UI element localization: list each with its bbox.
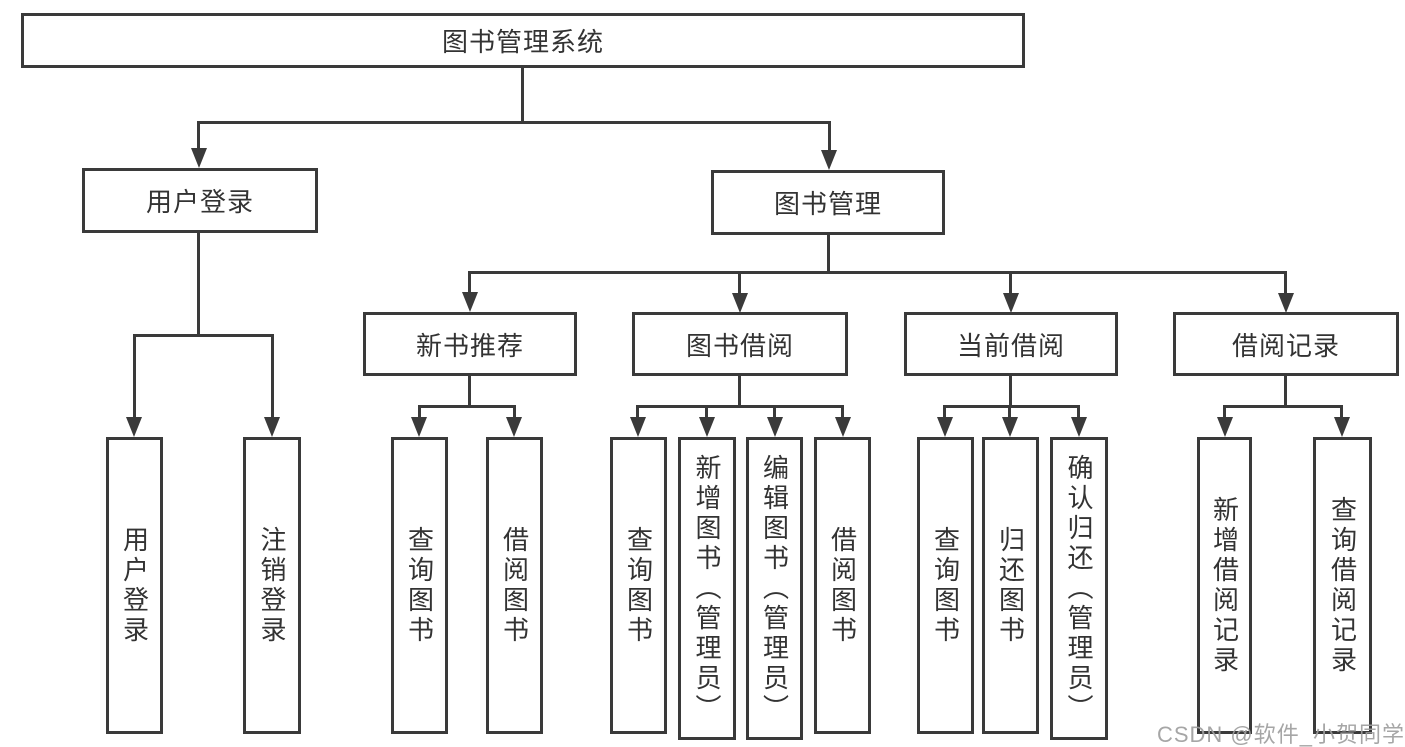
- connector-line: [705, 405, 708, 418]
- connector-line: [1284, 271, 1287, 294]
- arrow-down-icon: [821, 150, 837, 170]
- node-current-borrowing: 当前借阅: [904, 312, 1118, 376]
- node-leaf-borrow-books-label: 借阅图书: [827, 525, 858, 646]
- connector-line: [1223, 405, 1343, 408]
- csdn-watermark: CSDN @软件_小贺同学: [1156, 722, 1405, 747]
- node-book-borrowing-label: 图书借阅: [685, 330, 794, 361]
- arrow-down-icon: [506, 417, 522, 437]
- node-new-book-recommendation: 新书推荐: [363, 312, 577, 376]
- node-leaf-edit-books-admin: 编辑图书（管理员）: [746, 437, 803, 740]
- connector-line: [1009, 376, 1012, 407]
- arrow-down-icon: [937, 417, 953, 437]
- node-user-login-label: 用户登录: [145, 187, 254, 217]
- node-borrowing-records: 借阅记录: [1173, 312, 1399, 376]
- connector-line: [1340, 405, 1343, 418]
- connector-line: [271, 334, 274, 417]
- arrow-down-icon: [699, 417, 715, 437]
- node-leaf-edit-books-admin-label: 编辑图书（管理员）: [759, 453, 790, 724]
- node-leaf-query-books-recommend-label: 查询图书: [404, 525, 435, 646]
- node-user-login: 用户登录: [82, 168, 318, 233]
- node-leaf-borrow-books-recommend: 借阅图书: [486, 437, 543, 734]
- node-leaf-logout-label: 注销登录: [257, 525, 287, 646]
- node-leaf-borrow-books: 借阅图书: [814, 437, 871, 734]
- node-new-book-recommendation-label: 新书推荐: [415, 330, 524, 361]
- arrow-down-icon: [411, 417, 427, 437]
- arrow-down-icon: [1334, 417, 1350, 437]
- node-leaf-logout: 注销登录: [243, 437, 301, 734]
- node-leaf-return-books-label: 归还图书: [995, 525, 1026, 646]
- arrow-down-icon: [1003, 293, 1019, 313]
- connector-line: [418, 405, 516, 408]
- node-leaf-user-login: 用户登录: [106, 437, 163, 734]
- connector-line: [197, 121, 200, 150]
- connector-line: [943, 405, 946, 418]
- connector-line: [1009, 271, 1012, 294]
- node-leaf-query-books-recommend: 查询图书: [391, 437, 448, 734]
- node-current-borrowing-label: 当前借阅: [956, 330, 1065, 361]
- connector-line: [773, 405, 776, 418]
- node-book-management-label: 图书管理: [773, 189, 882, 219]
- node-leaf-add-borrow-record: 新增借阅记录: [1197, 437, 1252, 734]
- node-leaf-query-borrow-record-label: 查询借阅记录: [1327, 495, 1358, 676]
- connector-line: [1077, 405, 1080, 418]
- node-leaf-return-books: 归还图书: [982, 437, 1039, 734]
- connector-line: [468, 271, 471, 294]
- connector-line: [1284, 376, 1287, 407]
- connector-line: [468, 271, 1287, 274]
- node-leaf-borrow-books-recommend-label: 借阅图书: [499, 525, 530, 646]
- connector-line: [1008, 405, 1011, 418]
- arrow-down-icon: [630, 417, 646, 437]
- connector-line: [468, 376, 471, 407]
- arrow-down-icon: [462, 292, 478, 312]
- connector-line: [1223, 405, 1226, 418]
- arrow-down-icon: [1071, 417, 1087, 437]
- node-library-system-label: 图书管理系统: [441, 27, 604, 57]
- arrow-down-icon: [835, 417, 851, 437]
- arrow-down-icon: [1002, 417, 1018, 437]
- node-leaf-add-books-admin: 新增图书（管理员）: [678, 437, 736, 740]
- connector-line: [636, 405, 639, 418]
- arrow-down-icon: [1278, 293, 1294, 313]
- connector-line: [738, 376, 741, 407]
- connector-line: [636, 405, 844, 408]
- arrow-down-icon: [767, 417, 783, 437]
- connector-line: [418, 405, 421, 418]
- node-leaf-add-books-admin-label: 新增图书（管理员）: [692, 453, 722, 724]
- connector-line: [133, 334, 136, 417]
- arrow-down-icon: [1217, 417, 1233, 437]
- connector-line: [197, 121, 831, 124]
- arrow-down-icon: [264, 417, 280, 437]
- connector-line: [133, 334, 274, 337]
- node-leaf-query-borrow-record: 查询借阅记录: [1313, 437, 1372, 734]
- connector-line: [828, 121, 831, 150]
- node-leaf-query-books-borrowing: 查询图书: [610, 437, 667, 734]
- node-borrowing-records-label: 借阅记录: [1231, 330, 1340, 361]
- connector-line: [943, 405, 1080, 408]
- node-book-borrowing: 图书借阅: [632, 312, 848, 376]
- node-library-system: 图书管理系统: [21, 13, 1025, 68]
- node-leaf-query-books-current-label: 查询图书: [930, 525, 961, 646]
- node-leaf-confirm-return-admin: 确认归还（管理员）: [1050, 437, 1108, 740]
- connector-line: [197, 233, 200, 337]
- arrow-down-icon: [191, 148, 207, 168]
- node-leaf-add-borrow-record-label: 新增借阅记录: [1209, 495, 1240, 676]
- connector-line: [513, 405, 516, 418]
- connector-line: [827, 235, 830, 272]
- arrow-down-icon: [732, 293, 748, 313]
- connector-line: [841, 405, 844, 418]
- node-leaf-confirm-return-admin-label: 确认归还（管理员）: [1064, 453, 1094, 724]
- arrow-down-icon: [126, 417, 142, 437]
- connector-line: [521, 68, 524, 121]
- connector-line: [738, 271, 741, 294]
- node-leaf-query-books-borrowing-label: 查询图书: [623, 525, 654, 646]
- node-book-management: 图书管理: [711, 170, 945, 235]
- node-leaf-user-login-label: 用户登录: [119, 525, 150, 646]
- node-leaf-query-books-current: 查询图书: [917, 437, 974, 734]
